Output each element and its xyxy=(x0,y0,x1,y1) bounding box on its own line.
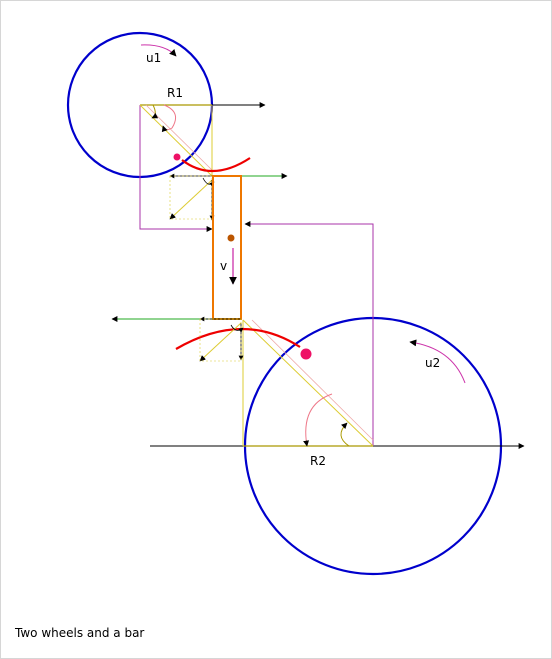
wheel-2-connector-path xyxy=(244,221,374,446)
wheel-2: u2 R2 xyxy=(150,316,525,576)
contact-arc-2 xyxy=(175,327,301,350)
contact-2-projection-box xyxy=(199,318,242,362)
bar-center-mark xyxy=(227,234,235,242)
wheel-2-guide-line-light xyxy=(251,319,374,441)
wheel-2-angle-arc-small xyxy=(340,422,350,447)
wheel-1-speed-label: u1 xyxy=(146,51,161,65)
contact-1-projection-box xyxy=(169,175,213,220)
contact-1-diag-arrow xyxy=(169,179,213,220)
wheel-2-rotation-arrow xyxy=(409,339,466,384)
diagram-caption: Two wheels and a bar xyxy=(15,626,145,640)
wheel-1-rotation-arrow xyxy=(140,44,177,57)
contact-2-angle-arc xyxy=(230,324,244,333)
contact-arc-1 xyxy=(181,157,251,173)
bar: v xyxy=(212,175,242,320)
wheel-1-guide-line-light xyxy=(145,104,213,171)
wheel-2-construction xyxy=(111,221,374,447)
bar-body xyxy=(212,175,242,320)
wheel-1-connector-path xyxy=(139,105,213,232)
wheel-1-angle-arc-small xyxy=(151,104,159,119)
bar-velocity-label: v xyxy=(220,259,227,273)
wheel-1-center-mark xyxy=(173,153,181,161)
contact-2-diag-arrow xyxy=(199,322,242,362)
wheel-2-speed-label: u2 xyxy=(425,356,440,370)
wheel-2-center-mark xyxy=(300,348,312,360)
wheel-1-guide-line xyxy=(139,104,213,177)
wheel-2-radius-label: R2 xyxy=(310,454,326,468)
wheel-1-construction xyxy=(139,104,288,232)
wheel-2-angle-arc-large xyxy=(303,393,333,447)
wheel-2-guide-line xyxy=(242,319,374,447)
wheel-1-angle-arc-large xyxy=(161,104,177,133)
wheel-1-radius-label: R1 xyxy=(167,86,183,100)
wheel-1: u1 R1 xyxy=(66,31,266,179)
